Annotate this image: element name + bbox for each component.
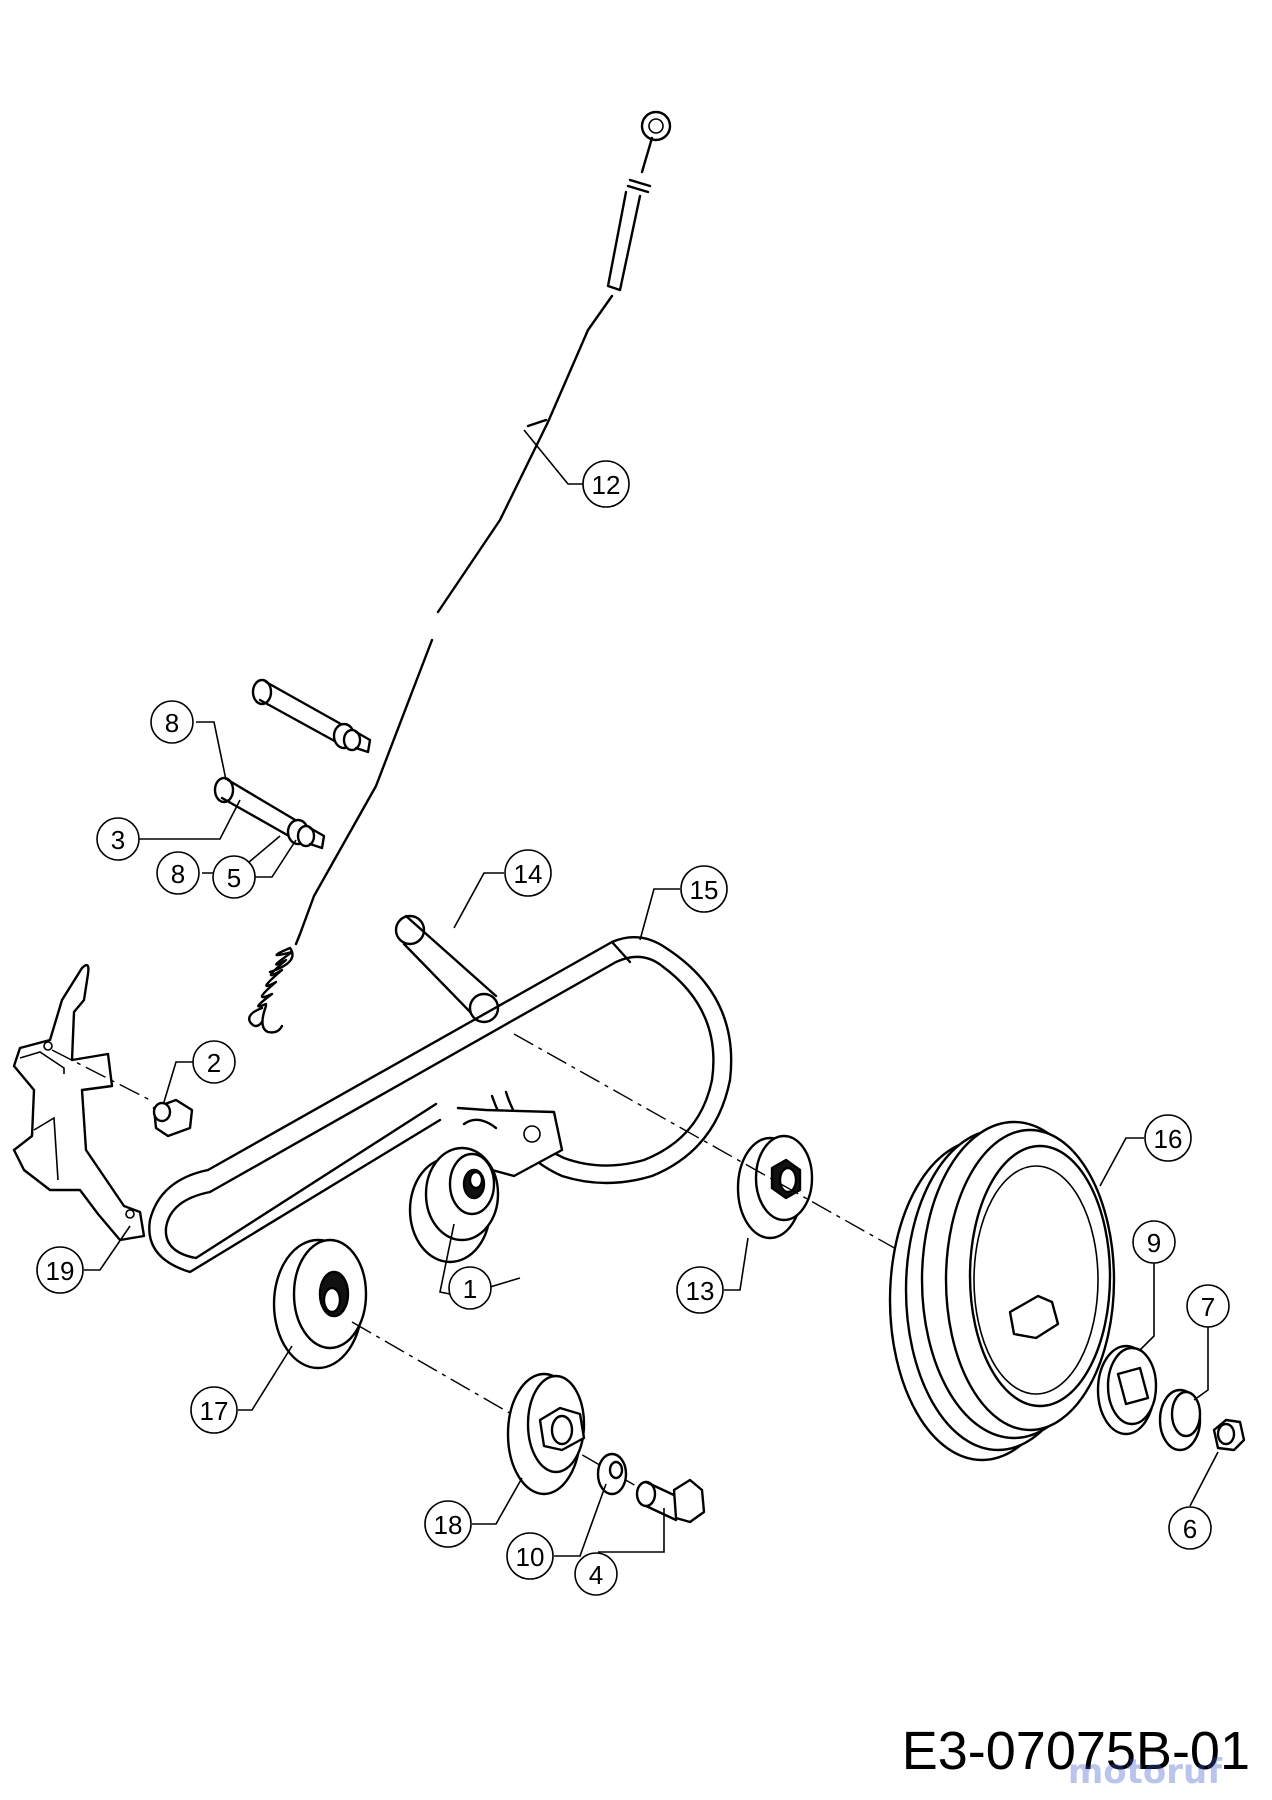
callout-6: 6 — [1168, 1506, 1212, 1550]
callout-2: 2 — [192, 1040, 236, 1084]
bolt-lower — [213, 776, 326, 850]
washer-part-9 — [1096, 1344, 1158, 1436]
bracket-part-19 — [12, 963, 151, 1242]
washer-part-10 — [596, 1452, 628, 1496]
hub-part-18 — [506, 1372, 586, 1496]
callout-3-label: 3 — [111, 825, 125, 855]
callout-16: 16 — [1144, 1114, 1192, 1162]
callout-7-label: 7 — [1201, 1292, 1215, 1322]
drawing-number: E3-07075B-01 — [901, 1721, 1250, 1781]
callout-17: 17 — [190, 1386, 238, 1434]
callout-15-label: 15 — [690, 875, 719, 905]
pulley-half-part-17 — [272, 1238, 368, 1370]
small-bolt-part-2 — [152, 1098, 194, 1138]
callout-4: 4 — [574, 1552, 618, 1596]
callout-12-label: 12 — [592, 470, 621, 500]
bolt-part-4 — [635, 1478, 706, 1524]
callout-19: 19 — [36, 1246, 84, 1294]
callout-2-label: 2 — [207, 1048, 221, 1078]
belt-part-15 — [148, 936, 733, 1274]
watermark-logo: motoruf — [1067, 1752, 1222, 1792]
callout-3: 3 — [96, 817, 140, 861]
callout-14-label: 14 — [514, 859, 543, 889]
pulley-half-part-13 — [736, 1134, 814, 1240]
callout-6-label: 6 — [1183, 1514, 1197, 1544]
callout-8b: 8 — [156, 851, 200, 895]
callout-14: 14 — [504, 849, 552, 897]
callout-10-label: 10 — [516, 1542, 545, 1572]
idler-part-1 — [408, 1106, 564, 1264]
bolt-upper — [251, 678, 372, 754]
nut-part-6 — [1212, 1418, 1246, 1452]
callout-8a-label: 8 — [165, 708, 179, 738]
callout-18-label: 18 — [434, 1510, 463, 1540]
cable-part-12 — [248, 110, 672, 1034]
callout-15: 15 — [680, 865, 728, 913]
callout-16-label: 16 — [1154, 1124, 1183, 1154]
callout-1-label: 1 — [463, 1274, 477, 1304]
callout-7: 7 — [1186, 1284, 1230, 1328]
large-pulley-part-16 — [888, 1120, 1116, 1462]
callout-13: 13 — [676, 1266, 724, 1314]
callout-5-label: 5 — [227, 863, 241, 893]
callout-13-label: 13 — [686, 1276, 715, 1306]
callout-5: 5 — [212, 855, 256, 899]
callout-10: 10 — [506, 1532, 554, 1580]
callout-12: 12 — [582, 460, 630, 508]
callout-8b-label: 8 — [171, 859, 185, 889]
lock-washer-part-7 — [1158, 1388, 1202, 1452]
callout-4-label: 4 — [589, 1560, 603, 1590]
callout-17-label: 17 — [200, 1396, 229, 1426]
callout-19-label: 19 — [46, 1256, 75, 1286]
callout-18: 18 — [424, 1500, 472, 1548]
callout-1: 1 — [448, 1266, 492, 1310]
callout-8a: 8 — [150, 700, 194, 744]
callout-9: 9 — [1132, 1220, 1176, 1264]
callout-9-label: 9 — [1147, 1228, 1161, 1258]
tube-part-14 — [394, 914, 500, 1024]
axis-centerline-lower — [351, 1321, 637, 1487]
axis-centerline-upper — [513, 1033, 931, 1269]
